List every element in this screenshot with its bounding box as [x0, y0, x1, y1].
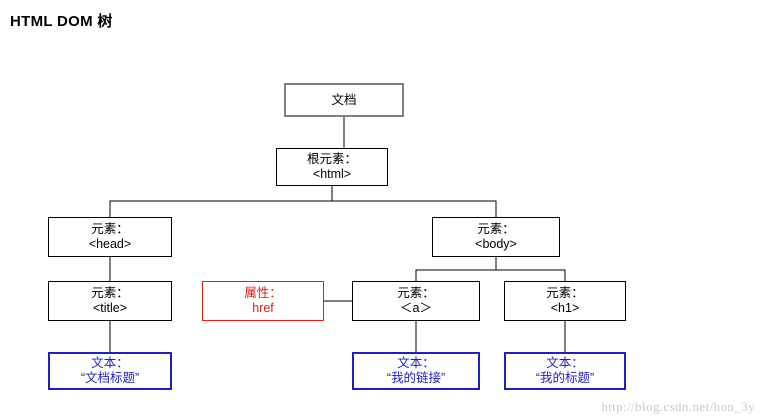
node-document[interactable]: 文档 [284, 83, 404, 117]
node-element-body[interactable]: 元素： <body> [432, 217, 560, 257]
node-element-h1[interactable]: 元素： <h1> [504, 281, 626, 321]
node-text-document-title[interactable]: 文本： “文档标题” [48, 352, 172, 390]
node-element-head-line1: 元素： [91, 222, 129, 236]
node-element-h1-line2: <h1> [550, 301, 580, 315]
node-document-line1: 文档 [331, 92, 357, 107]
node-text-my-heading-line2: “我的标题” [535, 371, 595, 385]
node-text-my-link[interactable]: 文本： “我的链接” [352, 352, 480, 390]
node-attribute-href[interactable]: 属性： href [202, 281, 324, 321]
node-root-html-line1: 根元素： [306, 152, 357, 166]
node-element-head-line2: <head> [88, 237, 132, 251]
node-text-my-link-line2: “我的链接” [386, 371, 446, 385]
node-text-my-heading-line1: 文本： [546, 356, 584, 370]
node-attribute-href-line1: 属性： [244, 286, 282, 300]
node-element-body-line1: 元素： [477, 222, 515, 236]
node-text-document-title-line1: 文本： [91, 356, 129, 370]
node-element-head[interactable]: 元素： <head> [48, 217, 172, 257]
node-element-title[interactable]: 元素： <title> [48, 281, 172, 321]
node-text-my-link-line1: 文本： [397, 356, 435, 370]
node-text-my-heading[interactable]: 文本： “我的标题” [504, 352, 626, 390]
node-root-html[interactable]: 根元素： <html> [276, 148, 388, 186]
page-title: HTML DOM 树 [10, 13, 113, 30]
node-element-h1-line1: 元素： [546, 286, 584, 300]
node-element-a[interactable]: 元素： ＜a＞ [352, 281, 480, 321]
node-element-a-line1: 元素： [397, 286, 435, 300]
node-attribute-href-line2: href [252, 301, 274, 315]
watermark: http://blog.csdn.net/hon_3y [601, 399, 755, 414]
node-element-title-line2: <title> [92, 301, 128, 315]
node-text-document-title-line2: “文档标题” [80, 371, 140, 385]
node-element-title-line1: 元素： [91, 286, 129, 300]
node-element-body-line2: <body> [475, 237, 517, 251]
node-root-html-line2: <html> [312, 167, 352, 181]
node-element-a-line2: ＜a＞ [400, 301, 432, 315]
